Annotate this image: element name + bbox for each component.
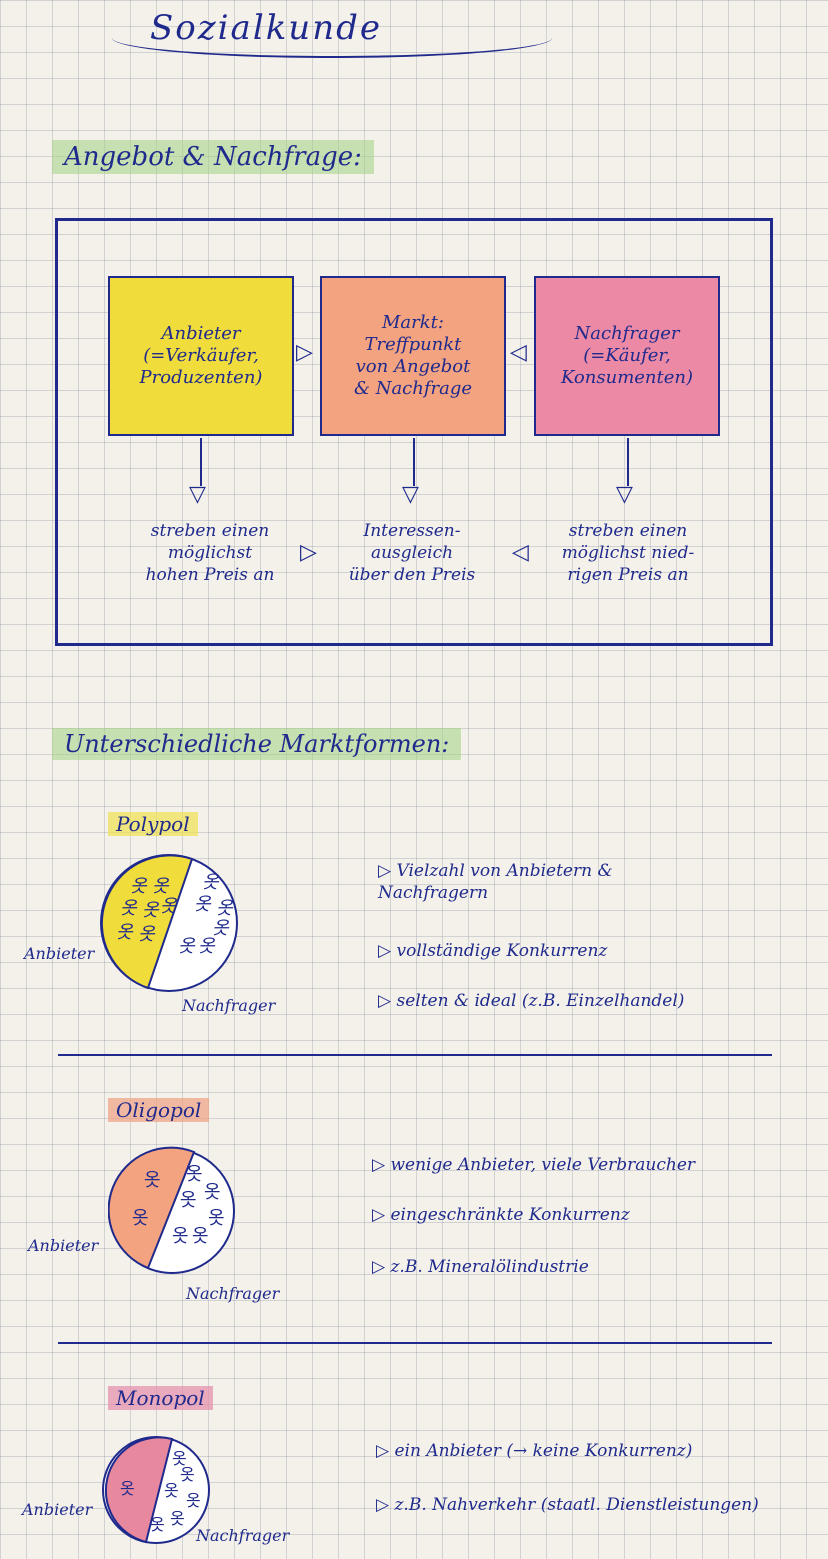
bullet: ▷ eingeschränkte Konkurrenz bbox=[372, 1205, 630, 1225]
svg-text:옷: 옷 bbox=[202, 872, 220, 893]
arrow-left-icon: ◁ bbox=[512, 540, 529, 565]
label-nachfrager: Nachfrager bbox=[186, 1284, 280, 1303]
arrow-down-line bbox=[627, 438, 629, 486]
marktform-title-oligopol: Oligopol bbox=[108, 1098, 210, 1122]
svg-text:옷: 옷 bbox=[172, 1226, 189, 1247]
svg-text:옷: 옷 bbox=[180, 1465, 195, 1484]
svg-text:옷: 옷 bbox=[170, 1509, 185, 1528]
title-underline bbox=[112, 18, 552, 58]
svg-text:옷: 옷 bbox=[130, 876, 148, 897]
svg-text:옷: 옷 bbox=[132, 1208, 149, 1229]
svg-text:옷: 옷 bbox=[172, 1449, 187, 1468]
svg-text:옷: 옷 bbox=[194, 894, 212, 915]
svg-text:옷: 옷 bbox=[120, 1479, 135, 1498]
label-anbieter: Anbieter bbox=[28, 1236, 99, 1255]
label-nachfrager: Nachfrager bbox=[182, 996, 276, 1015]
arrow-down-line bbox=[200, 438, 202, 486]
svg-text:옷: 옷 bbox=[212, 918, 230, 939]
arrow-down-icon: ▽ bbox=[189, 482, 206, 507]
separator-line bbox=[58, 1342, 772, 1344]
separator-line bbox=[58, 1054, 772, 1056]
section-heading-angebot: Angebot & Nachfrage: bbox=[52, 140, 374, 174]
svg-text:옷: 옷 bbox=[180, 1190, 197, 1211]
bullet: ▷ Vielzahl von Anbietern & Nachfragern bbox=[378, 861, 613, 903]
svg-text:옷: 옷 bbox=[208, 1208, 225, 1229]
arrow-left-icon: ◁ bbox=[510, 340, 527, 365]
desc-anbieter: streben einen möglichst hohen Preis an bbox=[145, 521, 275, 585]
svg-text:옷: 옷 bbox=[164, 1481, 179, 1500]
bullet: ▷ vollständige Konkurrenz bbox=[378, 941, 608, 961]
box-anbieter: Anbieter (=Verkäufer, Produzenten) bbox=[108, 276, 294, 436]
svg-text:옷: 옷 bbox=[116, 922, 134, 943]
bullet: ▷ selten & ideal (z.B. Einzelhandel) bbox=[378, 991, 685, 1011]
section-heading-marktformen: Unterschiedliche Marktformen: bbox=[52, 728, 462, 760]
desc-markt: Interessen- ausgleich über den Preis bbox=[348, 521, 476, 585]
bullet: ▷ z.B. Nahverkehr (staatl. Dienstleistun… bbox=[376, 1495, 759, 1515]
arrow-down-icon: ▽ bbox=[402, 482, 419, 507]
svg-text:옷: 옷 bbox=[192, 1226, 209, 1247]
marktform-title-monopol: Monopol bbox=[108, 1386, 213, 1410]
bullet: ▷ ein Anbieter (→ keine Konkurrenz) bbox=[376, 1441, 693, 1461]
svg-text:옷: 옷 bbox=[186, 1491, 201, 1510]
svg-text:옷: 옷 bbox=[178, 936, 196, 957]
label-anbieter: Anbieter bbox=[24, 944, 95, 963]
arrow-down-line bbox=[413, 438, 415, 486]
bullet: ▷ wenige Anbieter, viele Verbraucher bbox=[372, 1155, 696, 1175]
box-markt: Markt: Treffpunkt von Angebot & Nachfrag… bbox=[320, 276, 506, 436]
svg-text:옷: 옷 bbox=[198, 936, 216, 957]
oligopol-segment bbox=[108, 1146, 196, 1270]
svg-text:옷: 옷 bbox=[142, 900, 160, 921]
page-title: Sozialkunde bbox=[150, 8, 382, 48]
svg-text:옷: 옷 bbox=[204, 1182, 221, 1203]
arrow-right-icon: ▷ bbox=[300, 540, 317, 565]
svg-text:옷: 옷 bbox=[120, 898, 138, 919]
arrow-down-icon: ▽ bbox=[616, 482, 633, 507]
marktform-title-polypol: Polypol bbox=[108, 812, 198, 836]
bullet: ▷ z.B. Mineralölindustrie bbox=[372, 1257, 589, 1277]
box-nachfrager: Nachfrager (=Käufer, Konsumenten) bbox=[534, 276, 720, 436]
label-nachfrager: Nachfrager bbox=[196, 1526, 290, 1545]
svg-text:옷: 옷 bbox=[150, 1515, 165, 1534]
svg-text:옷: 옷 bbox=[160, 896, 178, 917]
arrow-right-icon: ▷ bbox=[296, 340, 313, 365]
svg-text:옷: 옷 bbox=[144, 1170, 161, 1191]
diagram-frame bbox=[55, 218, 773, 646]
label-anbieter: Anbieter bbox=[22, 1500, 93, 1519]
desc-nachfrager: streben einen möglichst nied- rigen Prei… bbox=[561, 521, 695, 585]
svg-text:옷: 옷 bbox=[138, 924, 156, 945]
polypol-segment bbox=[100, 854, 194, 990]
svg-text:옷: 옷 bbox=[216, 898, 234, 919]
monopol-segment bbox=[104, 1436, 174, 1544]
svg-text:옷: 옷 bbox=[152, 876, 170, 897]
svg-text:옷: 옷 bbox=[186, 1164, 203, 1185]
